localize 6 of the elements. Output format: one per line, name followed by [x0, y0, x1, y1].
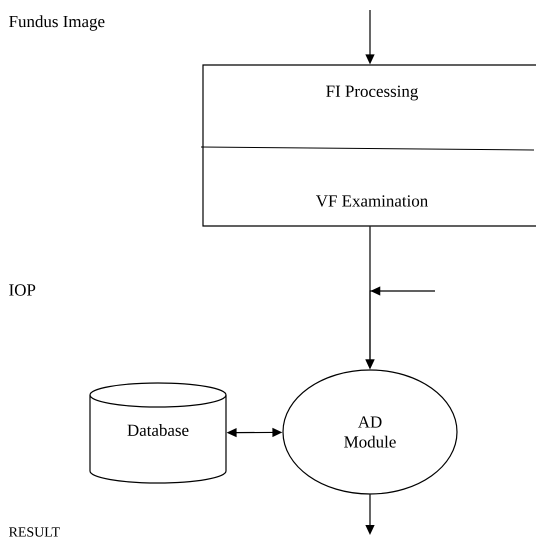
- database-cylinder: Database: [89, 382, 227, 484]
- label-text: IOP: [9, 284, 36, 296]
- process-box: FI Processing VF Examination: [200, 64, 536, 227]
- node-label: Database: [127, 424, 188, 436]
- label-text: Fundus Image: [9, 15, 104, 31]
- label-text: RESULT: [9, 527, 60, 537]
